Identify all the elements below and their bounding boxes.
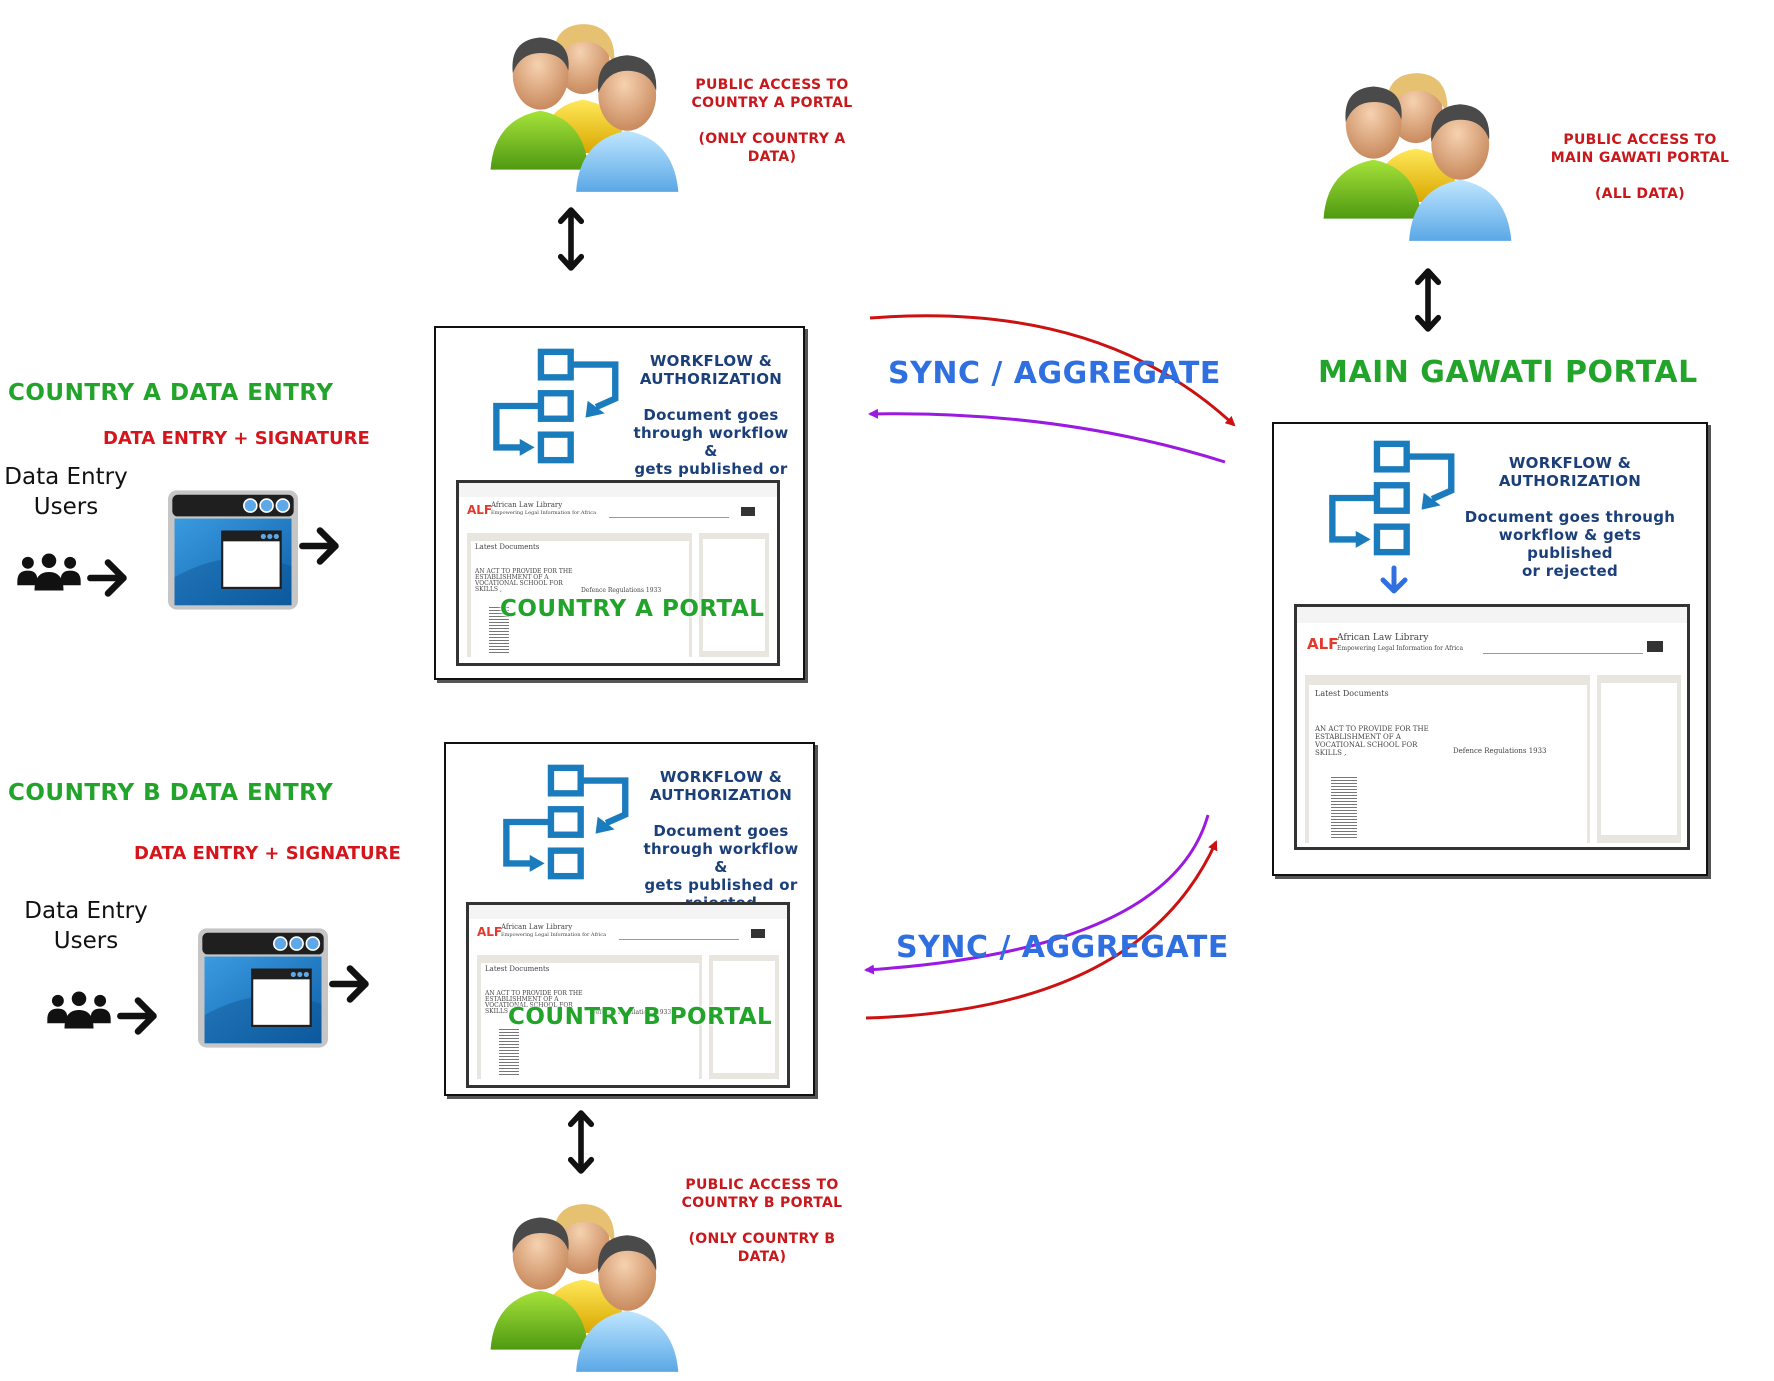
screenshot-doc1-line: SKILLS ,: [485, 1008, 512, 1015]
screenshot-doc1-line: AN ACT TO PROVIDE FOR THE: [1315, 725, 1429, 733]
sync-label-top: SYNC / AGGREGATE: [888, 356, 1221, 391]
double-arrow-icon: [567, 1108, 595, 1176]
screenshot-doc1-line: SKILLS ,: [1315, 749, 1347, 757]
country-a-data-entry-subtitle: DATA ENTRY + SIGNATURE: [103, 428, 370, 449]
screenshot-section-title: Latest Documents: [485, 965, 550, 973]
data-entry-app-icon: [168, 490, 298, 610]
arrow-right-icon: [116, 994, 160, 1038]
screenshot-section-title: Latest Documents: [475, 543, 540, 551]
country-a-portal-label: COUNTRY A PORTAL: [500, 596, 765, 622]
country-b-data-entry-subtitle: DATA ENTRY + SIGNATURE: [134, 843, 401, 864]
screenshot-doc1-line: ESTABLISHMENT OF A: [475, 574, 549, 581]
sync-arrow-a-to-main: [869, 314, 1236, 427]
sync-label-bottom: SYNC / AGGREGATE: [896, 930, 1229, 965]
workflow-icon: [490, 346, 628, 466]
country-a-data-entry-title: COUNTRY A DATA ENTRY: [8, 380, 334, 406]
screenshot-doc2-title: Defence Regulations 1933: [1453, 747, 1547, 755]
screenshot-brand-sub: Empowering Legal Information for Africa: [491, 510, 597, 516]
portal-screenshot: ALF African Law Library Empowering Legal…: [1294, 604, 1690, 850]
screenshot-doc2-title: Defence Regulations 1933: [581, 587, 662, 594]
portal-screenshot: ALF African Law Library Empowering Legal…: [456, 480, 780, 666]
public-access-a-note: PUBLIC ACCESS TO COUNTRY A PORTAL (ONLY …: [691, 77, 853, 165]
country-b-portal-box: WORKFLOW & AUTHORIZATION Document goes t…: [444, 742, 815, 1096]
screenshot-doc1-line: VOCATIONAL SCHOOL FOR: [1315, 741, 1418, 749]
arrow-right-icon: [86, 556, 130, 600]
country-b-data-entry-title: COUNTRY B DATA ENTRY: [8, 780, 334, 806]
arrow-right-icon: [298, 524, 342, 568]
screenshot-doc1-line: ESTABLISHMENT OF A: [1315, 733, 1401, 741]
country-a-portal-box: WORKFLOW & AUTHORIZATION Document goes t…: [434, 326, 805, 680]
screenshot-logo: ALF: [1307, 635, 1339, 653]
sync-arrow-main-to-a: [868, 408, 1226, 464]
screenshot-doc1-line: ESTABLISHMENT OF A: [485, 996, 559, 1003]
workflow-description: WORKFLOW & AUTHORIZATION Document goes t…: [1464, 454, 1676, 580]
people-group-icon: [1318, 57, 1518, 247]
people-group-icon: [485, 1188, 685, 1378]
workflow-icon: [500, 762, 638, 882]
main-portal-title: MAIN GAWATI PORTAL: [1318, 355, 1698, 390]
double-arrow-icon: [1414, 266, 1442, 334]
screenshot-doc1-line: AN ACT TO PROVIDE FOR THE: [475, 568, 573, 575]
arrow-down-icon: [1380, 565, 1408, 594]
double-arrow-icon: [557, 205, 585, 273]
sync-arrow-b-to-main: [865, 840, 1218, 1020]
main-portal-box: WORKFLOW & AUTHORIZATION Document goes t…: [1272, 422, 1708, 876]
screenshot-doc1-line: VOCATIONAL SCHOOL FOR: [485, 1002, 573, 1009]
arrow-right-icon: [328, 962, 372, 1006]
public-access-b-note: PUBLIC ACCESS TO COUNTRY B PORTAL (ONLY …: [681, 1177, 843, 1265]
public-access-main-note: PUBLIC ACCESS TO MAIN GAWATI PORTAL (ALL…: [1550, 132, 1730, 202]
users-icon: [46, 979, 112, 1041]
sync-arrow-main-to-b: [864, 814, 1210, 975]
data-entry-users-label: Data Entry Users: [4, 464, 128, 520]
data-entry-app-icon: [198, 928, 328, 1048]
data-entry-users-label: Data Entry Users: [24, 898, 148, 954]
screenshot-brand-sub: Empowering Legal Information for Africa: [1337, 645, 1464, 652]
workflow-description: WORKFLOW & AUTHORIZATION Document goes t…: [633, 352, 789, 496]
country-b-portal-label: COUNTRY B PORTAL: [508, 1004, 773, 1030]
screenshot-logo: ALF: [467, 503, 493, 517]
screenshot-logo: ALF: [477, 925, 503, 939]
screenshot-brand: African Law Library: [501, 923, 573, 931]
screenshot-doc1-line: VOCATIONAL SCHOOL FOR: [475, 580, 563, 587]
portal-screenshot: ALF African Law Library Empowering Legal…: [466, 902, 790, 1088]
screenshot-doc2-title: Defence Regulations 1933: [591, 1009, 672, 1016]
screenshot-doc1-line: SKILLS ,: [475, 586, 502, 593]
screenshot-brand: African Law Library: [1337, 633, 1429, 643]
workflow-description: WORKFLOW & AUTHORIZATION Document goes t…: [643, 768, 799, 912]
screenshot-brand-sub: Empowering Legal Information for Africa: [501, 932, 607, 938]
workflow-icon: [1326, 438, 1464, 558]
people-group-icon: [485, 8, 685, 198]
screenshot-brand: African Law Library: [491, 501, 563, 509]
screenshot-section-title: Latest Documents: [1315, 689, 1389, 698]
users-icon: [16, 541, 82, 603]
screenshot-doc1-line: AN ACT TO PROVIDE FOR THE: [485, 990, 583, 997]
